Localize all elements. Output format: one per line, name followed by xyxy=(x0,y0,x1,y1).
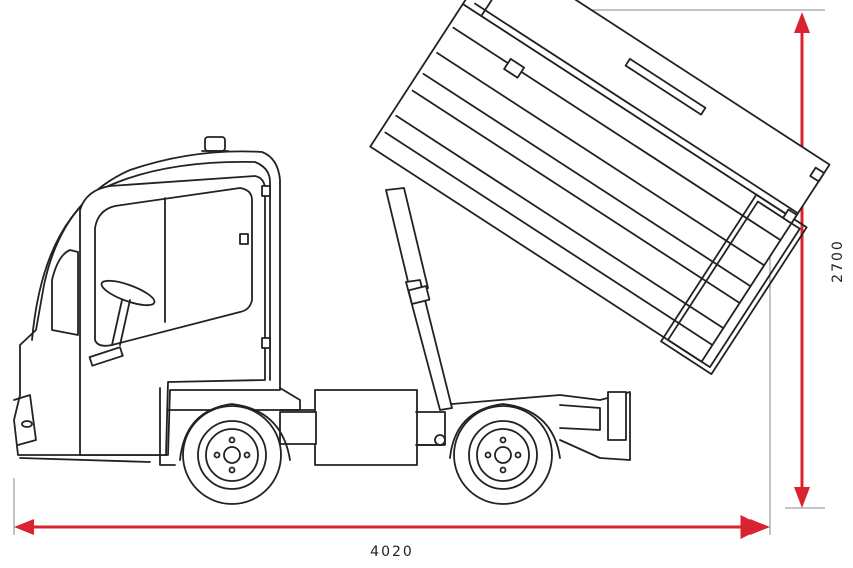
steering-wheel xyxy=(100,279,156,307)
length-label: 4020 xyxy=(370,544,414,560)
battery-box xyxy=(314,389,418,466)
door-handle xyxy=(88,346,124,367)
truck xyxy=(13,0,831,505)
front-wheel xyxy=(179,403,291,505)
cab xyxy=(13,136,281,463)
windshield xyxy=(51,249,79,336)
length-arrow-right xyxy=(750,519,770,535)
chassis xyxy=(159,387,631,466)
cab-window xyxy=(94,187,253,347)
rear-wheel xyxy=(449,403,561,505)
chassis-rail xyxy=(279,411,317,445)
height-label: 2700 xyxy=(830,239,846,283)
headlight xyxy=(21,420,33,428)
tipper-lid xyxy=(461,0,831,221)
length-arrow-left xyxy=(14,519,34,535)
beacon-light xyxy=(204,136,226,152)
height-arrow-bottom xyxy=(794,487,810,508)
hydraulic-cylinder xyxy=(385,187,453,411)
tailgate-frame xyxy=(660,193,808,375)
height-arrow-top xyxy=(794,12,810,33)
tipper-body xyxy=(369,0,831,375)
